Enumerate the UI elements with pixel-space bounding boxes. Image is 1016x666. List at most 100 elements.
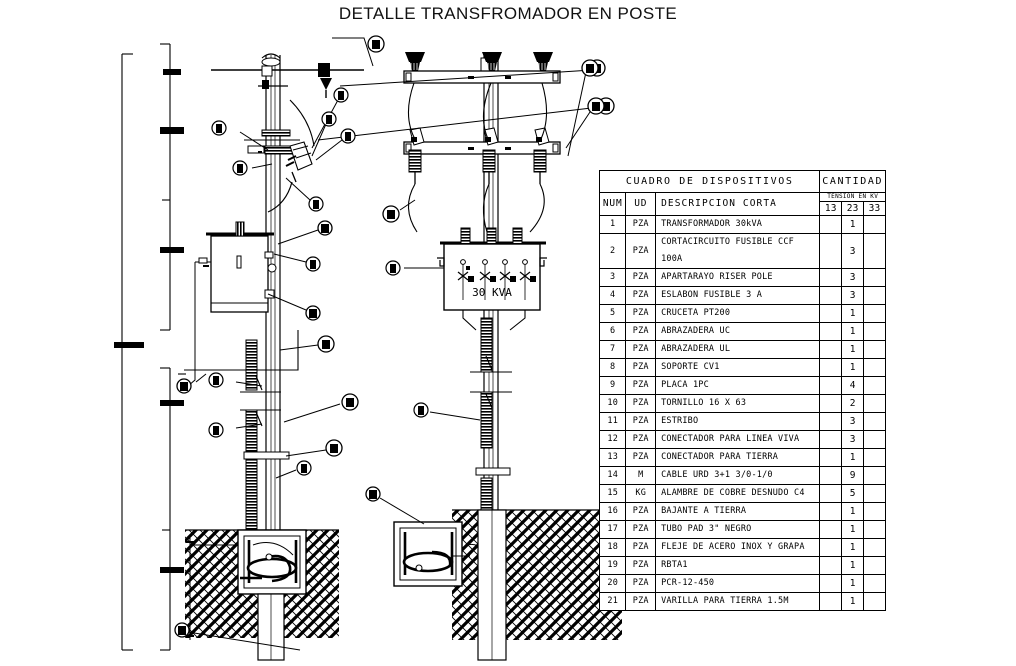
row-qty-33 [863,340,886,359]
transformer-tank-middle [437,227,547,311]
row-qty-23: 1 [841,574,865,593]
row-qty-13 [819,376,843,395]
callout-balloon [567,59,599,157]
row-num: 11 [598,412,627,431]
row-unit: KG [625,484,657,503]
row-num: 9 [598,376,627,395]
tension-header: TENSION EN KV [819,192,886,202]
row-unit: PZA [625,556,657,575]
row-qty-23: 1 [841,502,865,521]
row-description: RBTA1 [655,556,821,575]
row-qty-13 [819,268,843,287]
row-description: TORNILLO 16 X 63 [655,394,821,413]
row-unit: PZA [625,322,657,341]
pin-insulators [405,52,553,71]
dimension-chain-inner [160,43,184,331]
row-qty-13 [819,466,843,485]
row-num: 21 [598,592,627,611]
row-unit: PZA [625,430,657,449]
row-qty-23: 1 [841,538,865,557]
row-description: CONECTADOR PARA LINEA VIVA [655,430,821,449]
row-qty-33 [863,215,886,234]
row-qty-13 [819,430,843,449]
row-unit: PZA [625,538,657,557]
row-unit: PZA [625,215,657,234]
row-unit: PZA [625,520,657,539]
callout-balloons [174,35,615,651]
callout-balloon [317,97,615,141]
row-num: 10 [598,394,627,413]
callout-balloon [311,111,337,157]
row-qty-13 [819,394,843,413]
row-qty-13 [819,412,843,431]
table-header-row: NUM UD DESCRIPCION CORTA TENSION EN KV [598,192,886,216]
row-description: PCR-12-450 [655,574,821,593]
row-qty-33 [863,520,886,539]
row-qty-23: 3 [841,286,865,305]
callout-balloon [232,160,273,176]
callout-balloon [365,486,425,525]
row-qty-23: 1 [841,520,865,539]
callout-balloon [275,460,312,479]
row-description: ABRAZADERA UC [655,322,821,341]
row-qty-23: 9 [841,466,865,485]
row-qty-13 [819,340,843,359]
row-num: 18 [598,538,627,557]
row-qty-33 [863,592,886,611]
row-qty-23: 3 [841,430,865,449]
callout-balloon [413,402,481,421]
row-description: BAJANTE A TIERRA [655,502,821,521]
dimension-leader-a [178,330,299,375]
callout-balloon [174,622,301,651]
row-description: CABLE URD 3+1 3/0-1/0 [655,466,821,485]
row-qty-33 [863,484,886,503]
row-qty-23: 1 [841,340,865,359]
row-qty-23: 3 [841,268,865,287]
callout-balloon [382,199,416,223]
callout-balloon [285,177,324,212]
row-num: 13 [598,448,627,467]
row-qty-33 [863,358,886,377]
callout-balloon [211,120,269,151]
row-unit: PZA [625,286,657,305]
row-qty-13 [819,358,843,377]
row-qty-33 [863,430,886,449]
row-description: CRUCETA PT200 [655,304,821,323]
row-num: 12 [598,430,627,449]
row-description: SOPORTE CV1 [655,358,821,377]
row-qty-13 [819,484,843,503]
kv-col-33: 33 [863,201,886,216]
row-qty-13 [819,574,843,593]
row-qty-23: 1 [841,215,865,234]
row-unit: PZA [625,574,657,593]
row-qty-13 [819,520,843,539]
callout-balloon [279,335,335,353]
dimension-chain-outer [114,53,144,651]
table-title-row: CUADRO DE DISPOSITIVOS CANTIDAD [598,170,886,193]
row-qty-23: 1 [841,358,865,377]
callout-balloon [332,35,385,67]
row-unit: PZA [625,233,657,269]
col-header-ud: UD [625,192,657,216]
row-description: FLEJE DE ACERO INOX Y GRAPA [655,538,821,557]
row-num: 16 [598,502,627,521]
row-unit: PZA [625,394,657,413]
callout-balloon [267,293,321,321]
row-qty-33 [863,233,886,269]
row-qty-33 [863,538,886,557]
row-qty-23: 1 [841,448,865,467]
row-unit: M [625,466,657,485]
callout-balloon [208,372,263,388]
callout-balloon [565,97,605,149]
